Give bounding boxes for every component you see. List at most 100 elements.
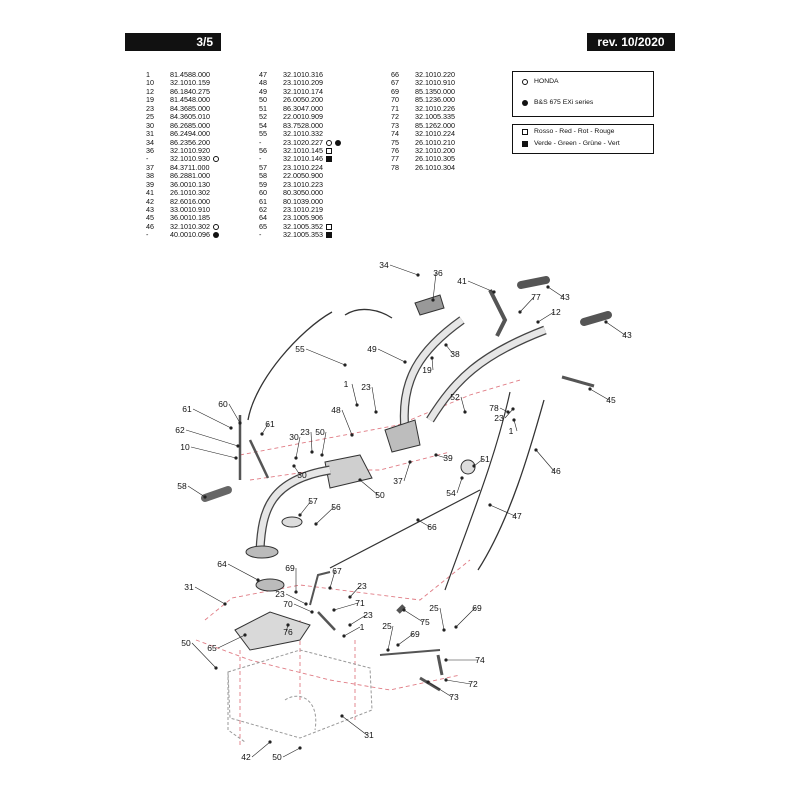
part-ref: 58 — [259, 171, 267, 181]
part-ref: 48 — [259, 78, 267, 88]
part-code: 26.1010.305 — [415, 154, 455, 164]
callout-19: 19 — [422, 356, 434, 375]
callout-number: 1 — [509, 426, 514, 436]
callout-72: 72 — [444, 678, 478, 689]
callout-number: 36 — [433, 268, 443, 278]
parts-row: -32.1010.146 — [259, 154, 341, 163]
part-ref: 39 — [146, 179, 154, 189]
part-ref: 43 — [146, 205, 154, 214]
callout-number: 31 — [184, 582, 194, 592]
part-dot — [518, 310, 522, 314]
open-square-icon — [325, 223, 332, 230]
part-ref: 61 — [259, 196, 267, 206]
filled-square-icon — [325, 156, 332, 163]
part-ref: 71 — [391, 103, 399, 113]
part-dot — [294, 456, 298, 460]
leader-line — [321, 431, 327, 456]
callout-number: 65 — [207, 643, 217, 653]
part-dot — [238, 421, 242, 425]
part-dot — [286, 623, 290, 627]
part-ref: 1 — [146, 70, 150, 79]
callout-43: 43 — [604, 320, 632, 340]
callout-number: 1 — [360, 622, 365, 632]
part-ref: 65 — [259, 221, 267, 231]
callout-number: 43 — [560, 292, 570, 302]
part-code: 26.1010.302 — [170, 188, 210, 198]
callout-23: 23 — [361, 382, 378, 414]
leader-line — [299, 500, 312, 516]
callout-61: 61 — [260, 419, 275, 436]
callout-number: 67 — [332, 566, 342, 576]
part-code: 32.1010.220 — [415, 70, 455, 79]
open-circle-icon — [325, 139, 332, 146]
leader-line — [293, 603, 313, 613]
callout-number: 69 — [285, 563, 295, 573]
callout-12: 12 — [536, 307, 561, 324]
callout-number: 75 — [420, 617, 430, 627]
part-dot — [256, 578, 260, 582]
part-ref: 66 — [391, 70, 399, 79]
callout-number: 69 — [410, 629, 420, 639]
callout-76: 76 — [283, 623, 293, 637]
part-code: 32.1005.353 — [283, 230, 323, 240]
callout-number: 66 — [427, 522, 437, 532]
callout-number: 76 — [283, 627, 293, 637]
part-code: 22.0010.909 — [283, 112, 323, 122]
leader-line — [489, 504, 516, 517]
part-code: 32.1010.316 — [283, 70, 323, 79]
leader-line — [310, 431, 313, 453]
part-code: 23.1010.209 — [283, 78, 323, 88]
part-ref: - — [146, 154, 149, 164]
callout-55: 55 — [295, 344, 347, 367]
leader-line — [349, 585, 361, 598]
part-code: 26.1010.210 — [415, 137, 455, 147]
callout-number: 62 — [175, 425, 185, 435]
page-number-badge: 3/5 — [125, 33, 221, 51]
leader-line — [261, 423, 269, 435]
part-ref: 10 — [146, 78, 154, 88]
part-code: 32.1010.200 — [415, 145, 455, 155]
leader-line — [519, 296, 535, 313]
leader-line — [341, 715, 368, 736]
part-ref: 60 — [259, 188, 267, 198]
part-dot — [434, 453, 438, 457]
part-ref: 42 — [146, 196, 154, 206]
part-code: 32.1010.930 — [170, 154, 210, 164]
leader-line — [185, 429, 239, 447]
part-code: 80.3050.000 — [283, 188, 323, 198]
part-dot — [431, 298, 435, 302]
part-ref: 52 — [259, 112, 267, 122]
leader-line — [227, 563, 259, 581]
part-dot — [348, 623, 352, 627]
callout-23: 23 — [300, 427, 314, 454]
leader-line — [435, 454, 447, 459]
callout-74: 74 — [444, 655, 485, 665]
revision-label: rev. 10/2020 — [597, 35, 665, 49]
leader-line — [341, 409, 353, 436]
callout-number: 55 — [295, 344, 305, 354]
part-ref: 37 — [146, 162, 154, 172]
part-ref: 77 — [391, 154, 399, 164]
leader-line — [295, 436, 301, 459]
callout-69: 69 — [285, 563, 298, 594]
part-code: 80.1039.000 — [283, 196, 323, 206]
callout-73: 73 — [426, 680, 459, 702]
callout-number: 69 — [472, 603, 482, 613]
part-dot — [402, 608, 406, 612]
part-dot — [304, 602, 308, 606]
callout-23: 23 — [275, 589, 308, 606]
part-code: 84.3605.010 — [170, 112, 210, 122]
callout-number: 60 — [218, 399, 228, 409]
part-dot — [214, 666, 218, 670]
callout-number: 25 — [382, 621, 392, 631]
